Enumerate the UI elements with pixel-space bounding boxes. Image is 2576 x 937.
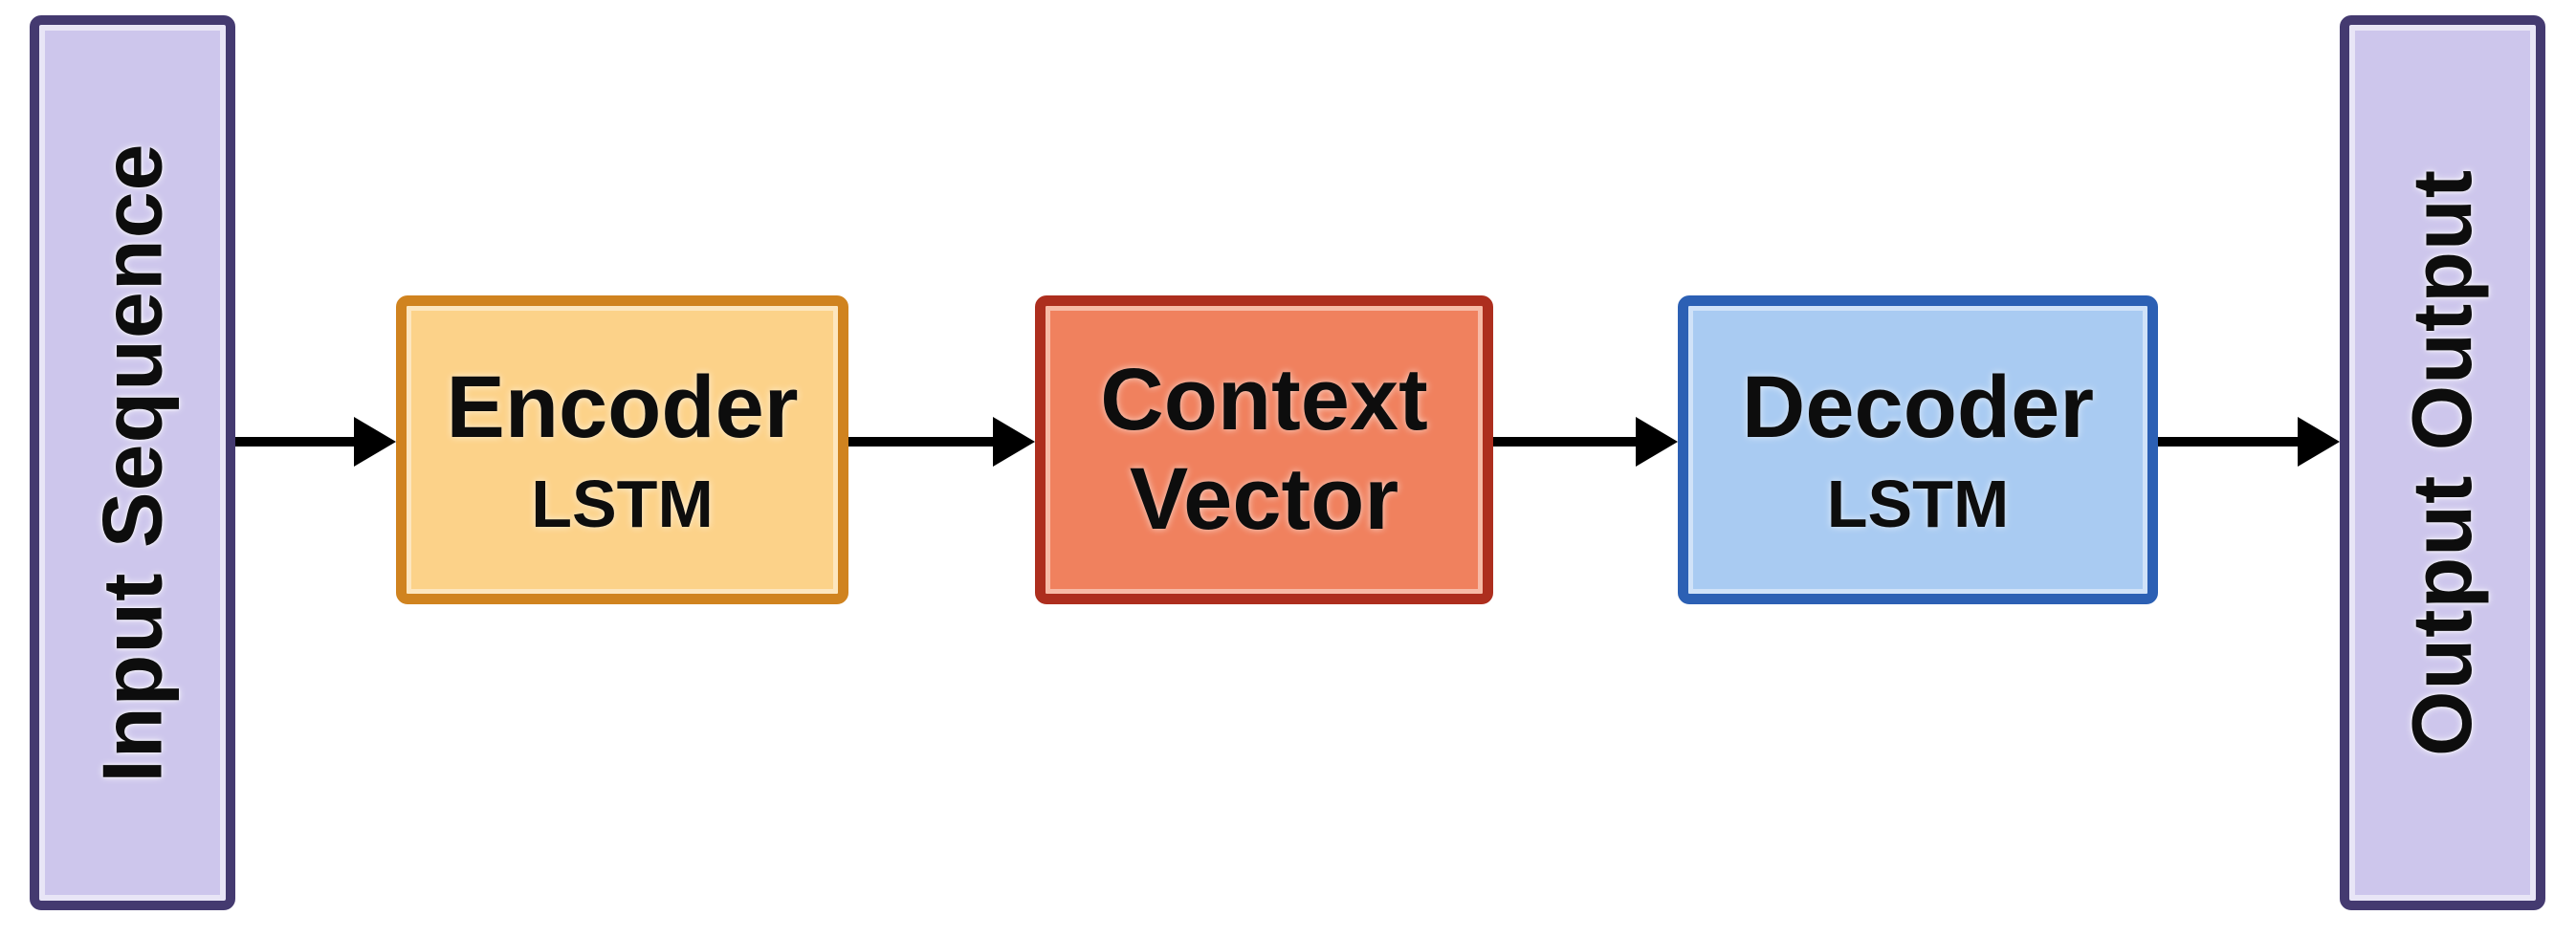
- input-sequence-label: Input Sequence: [84, 142, 180, 783]
- decoder-node: Decoder LSTM: [1678, 295, 2158, 604]
- context-label-line1: Context: [1100, 351, 1428, 449]
- arrow-context-to-decoder: [1493, 417, 1678, 467]
- output-sequence-box: Output Output: [2340, 15, 2545, 910]
- arrow-decoder-to-output: [2158, 417, 2340, 467]
- encoder-node: Encoder LSTM: [396, 295, 848, 604]
- context-vector-node: Context Vector: [1035, 295, 1493, 604]
- input-sequence-box: Input Sequence: [30, 15, 235, 910]
- decoder-label: Decoder: [1741, 359, 2095, 457]
- encoder-label: Encoder: [446, 359, 799, 457]
- encoder-sublabel: LSTM: [531, 466, 714, 541]
- output-sequence-label: Output Output: [2394, 168, 2490, 757]
- arrow-input-to-encoder: [235, 417, 396, 467]
- arrow-encoder-to-context: [848, 417, 1035, 467]
- decoder-sublabel: LSTM: [1826, 466, 2010, 541]
- context-label-line2: Vector: [1129, 449, 1399, 548]
